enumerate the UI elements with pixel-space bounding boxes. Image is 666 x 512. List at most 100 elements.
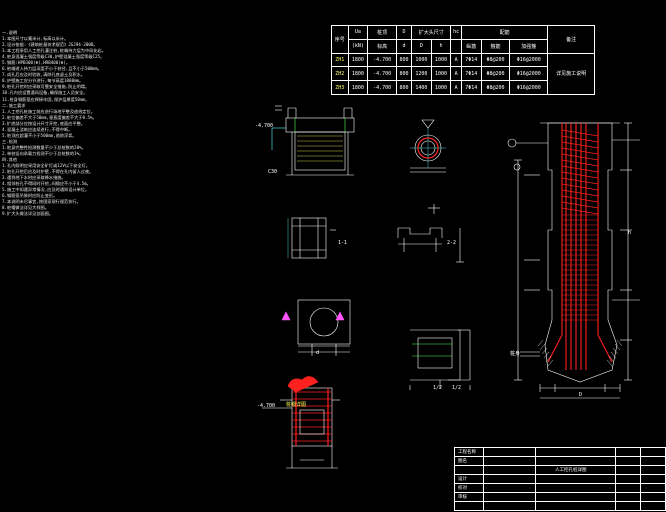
label-ratio-b: 1/2 [452,385,462,391]
note-line: 1.人工挖孔桩施工前应进行场地平整及放线定位。 [2,108,95,114]
tb-drawing: 图名 [458,459,467,464]
tb-design: 设计 [458,477,467,482]
th-ua: Ua [347,25,369,40]
ground-hatch [545,355,552,363]
label-hatch: 桩帽详图 [286,402,307,408]
sh-h: h [430,38,452,54]
spiral-rebar [561,147,599,155]
label-ratio-a: 1/2 [433,385,443,391]
ground-hatch [606,359,613,367]
cap-right-wall [343,107,353,118]
table-note: 详见施工说明 [547,52,595,96]
note-line: 4.相邻桩孔不得同时开挖,间隔应不小于4.5m。 [2,181,91,187]
label-d-small: d [316,350,320,356]
th-top: 桩顶 [367,25,397,40]
note-line: 3.遇到地下水时应采取降水措施。 [2,175,66,181]
label-D: D [579,392,583,398]
cap-pit [294,131,346,171]
ground-hatch [614,343,621,351]
notes-list: 1.本图尺寸以毫米计,标高以米计。2.设计依据:《建筑桩基技术规范》JGJ94-… [2,36,240,217]
callout-circle-2 [513,163,521,171]
note-line: 1.本图尺寸以毫米计,标高以米计。 [2,36,69,42]
spiral-rebar [561,171,599,179]
note-line: 6.桩端进入持力层深度不小于桩径,且不小于500mm。 [2,66,102,72]
note-line: 6.钢筋笼吊装时应防止变形。 [2,193,58,199]
note-line: 8.护壁施工应分节进行,每节高度1000mm。 [2,78,84,84]
label-section-2: 2-2 [447,240,457,246]
note-line: 9.桩孔开挖时应采取可靠安全措施,防止坍塌。 [2,84,90,90]
note-line: 8.桩帽做法详见大样图。 [2,205,49,211]
design-notes: 一.说明 1.本图尺寸以毫米计,标高以米计。2.设计依据:《建筑桩基技术规范》J… [2,30,240,217]
table-row: ZH3 1800 -4.700 800 1400 1000 A 7Φ14 Φ8@… [331,80,595,95]
spiral-rebar [561,195,599,203]
label-elev-1: -4.700 [255,123,274,129]
note-line: 三.检测 [2,138,18,144]
spiral-rebar [561,141,599,149]
note-line: 10.孔内应设置通风设备,确保施工人员安全。 [2,90,88,96]
tb-project: 工程名称 [458,450,476,455]
note-line: 11.桩身钢筋笼应焊接牢固,保护层厚度50mm。 [2,96,90,102]
th-enlarge: 扩大头尺寸 [411,25,452,40]
cap-left-wall [287,107,297,118]
note-line: 3.扩底部分应按设计尺寸开挖,底面应平整。 [2,120,85,126]
sh-g: 箍筋 [480,38,511,54]
sh-blank [450,38,462,54]
note-line: 二.施工要求 [2,102,26,108]
note-line: 9.扩大头做法详见剖面图。 [2,211,54,217]
note-line: 3.本工程采用人工挖孔灌注桩,桩端持力层为中风化岩。 [2,48,106,54]
sh-elev: 标高 [367,38,397,54]
ground-hatch [616,339,623,347]
spiral-rebar [561,129,599,137]
notes-heading: 一.说明 [2,30,18,35]
note-line: 四.其他 [2,156,18,162]
magenta-marker-right [335,311,345,321]
table-row: ZH2 1800 -4.700 800 1200 1000 A 7Φ14 Φ8@… [331,66,595,82]
cap-top [285,117,355,133]
note-line: 7.本说明未尽事宜,按国家现行规范执行。 [2,199,81,205]
note-line: 2.桩位偏差不大于50mm,垂直度偏差不大于0.5%。 [2,114,97,120]
ground-hatch [539,343,546,351]
magenta-marker-left [281,311,291,321]
section-2-outline [397,227,443,238]
note-line: 5.桩顶应超灌不小于500mm,凿除浮浆。 [2,132,77,138]
label-h: h [628,230,632,236]
sh-D: D [411,38,432,54]
tb-check: 校对 [458,486,467,491]
ground-hatch [610,351,617,359]
spiral-rebar [561,165,599,173]
note-line: 2.单桩竖向承载力检测不少于总桩数的1%。 [2,150,84,156]
note-line: 5.钢筋:HPB300(Φ),HRB400(Φ)。 [2,60,71,66]
ground-hatch [612,347,619,355]
cap-plan-outer [297,299,351,345]
drawing-line [547,334,563,363]
th-hc: hc [450,25,462,40]
spiral-rebar [561,177,599,185]
spiral-rebar [561,183,599,191]
th-note: 备注 [547,25,595,54]
label-elev-2: -4.700 [257,403,276,409]
note-line: 1.孔内照明应采用安全矿灯或12V以下安全灯。 [2,163,90,169]
th-d: D [395,25,413,40]
callout-circle-1 [507,138,517,148]
spiral-rebar [561,201,599,209]
section-1-box [291,217,327,259]
cap-core [299,409,325,435]
hatched-cap [291,387,333,447]
sh-z: 纵筋 [460,38,482,54]
sh-j: 加强箍 [509,38,549,54]
note-line: 1.桩身完整性检测数量不少于总桩数的20%。 [2,144,86,150]
note-line: 5.施工中如遇异常情况,应及时通知设计单位。 [2,187,90,193]
table-row: ZH1 1800 -4.700 800 1000 1000 A 7Φ14 Φ8@… [331,52,595,96]
spiral-rebar [561,153,599,161]
note-line: 4.桩身混凝土强度等级C30,护壁混凝土强度等级C25。 [2,54,105,60]
spiral-rebar [561,159,599,167]
th-rebar: 配筋 [460,25,549,40]
ground-hatch [543,351,550,359]
note-line: 4.混凝土浇筑应连续进行,不得中断。 [2,126,73,132]
spiral-rebar [561,135,599,143]
ground-hatch [608,355,615,363]
note-line: 2.设计依据:《建筑桩基技术规范》JGJ94-2008。 [2,42,98,48]
spiral-rebar [561,189,599,197]
sh-d: d [395,38,413,54]
